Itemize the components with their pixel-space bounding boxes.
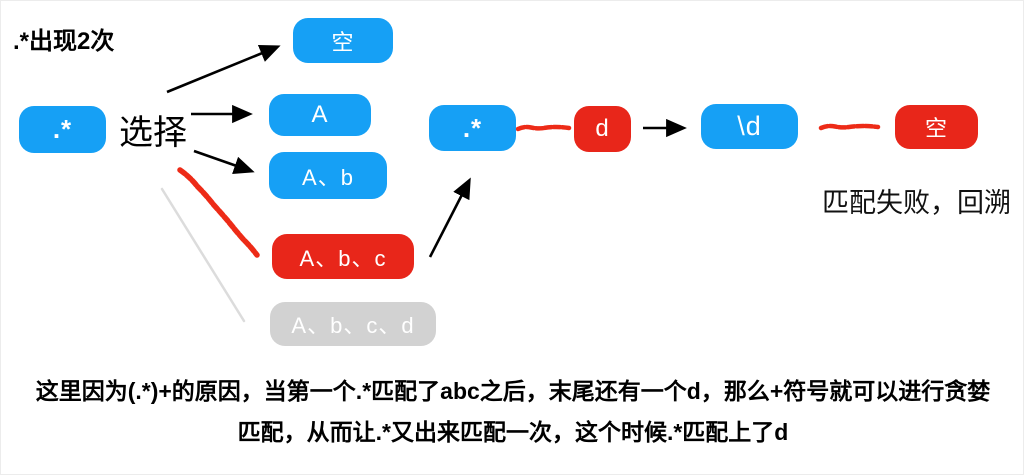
node-empty-option-label: 空 bbox=[331, 29, 355, 55]
explanation-caption: 这里因为(.*)+的原因，当第一个.*匹配了abc之后，末尾还有一个d，那么+符… bbox=[1, 371, 1023, 453]
node-backslash-d-label: \d bbox=[737, 111, 762, 141]
node-empty-fail: 空 bbox=[895, 105, 978, 149]
node-star-middle-label: .* bbox=[462, 112, 483, 143]
caption-line-2: 匹配，从而让.*又出来匹配一次，这个时候.*匹配上了d bbox=[237, 419, 789, 445]
arrow-choose-to-ab-icon bbox=[193, 149, 255, 174]
node-star-left-label: .* bbox=[52, 114, 73, 144]
node-empty-option: 空 bbox=[293, 18, 393, 63]
red-squiggle-choose-to-abc-icon bbox=[177, 167, 260, 258]
title-star-occurs-twice: .*出现2次 bbox=[13, 28, 115, 55]
red-squiggle-slashd-to-empty-icon bbox=[818, 123, 881, 131]
node-empty-fail-label: 空 bbox=[924, 116, 948, 141]
node-option-abcd-label: A、b、c、d bbox=[291, 313, 415, 338]
node-option-abc: A、b、c bbox=[272, 234, 414, 279]
node-star-middle: .* bbox=[429, 105, 516, 151]
node-option-abc-label: A、b、c bbox=[299, 245, 387, 271]
arrow-choose-to-empty-icon bbox=[166, 44, 281, 94]
node-d: d bbox=[574, 106, 631, 152]
node-option-a-label: A bbox=[311, 101, 329, 128]
node-option-a: A bbox=[269, 94, 371, 136]
node-star-left: .* bbox=[19, 106, 106, 153]
node-option-ab-label: A、b bbox=[302, 164, 354, 190]
node-option-abcd: A、b、c、d bbox=[270, 302, 436, 346]
red-squiggle-star-to-d-icon bbox=[515, 124, 572, 132]
label-choose: 选择 bbox=[119, 114, 187, 152]
node-backslash-d: \d bbox=[701, 104, 798, 149]
caption-line-1: 这里因为(.*)+的原因，当第一个.*匹配了abc之后，末尾还有一个d，那么+符… bbox=[35, 378, 991, 404]
node-d-label: d bbox=[595, 115, 610, 142]
node-option-ab: A、b bbox=[269, 152, 387, 199]
label-match-failed-backtrack: 匹配失败，回溯 bbox=[822, 188, 1011, 218]
gray-strike-line-icon bbox=[160, 187, 246, 323]
arrow-abc-to-star-icon bbox=[428, 177, 471, 258]
